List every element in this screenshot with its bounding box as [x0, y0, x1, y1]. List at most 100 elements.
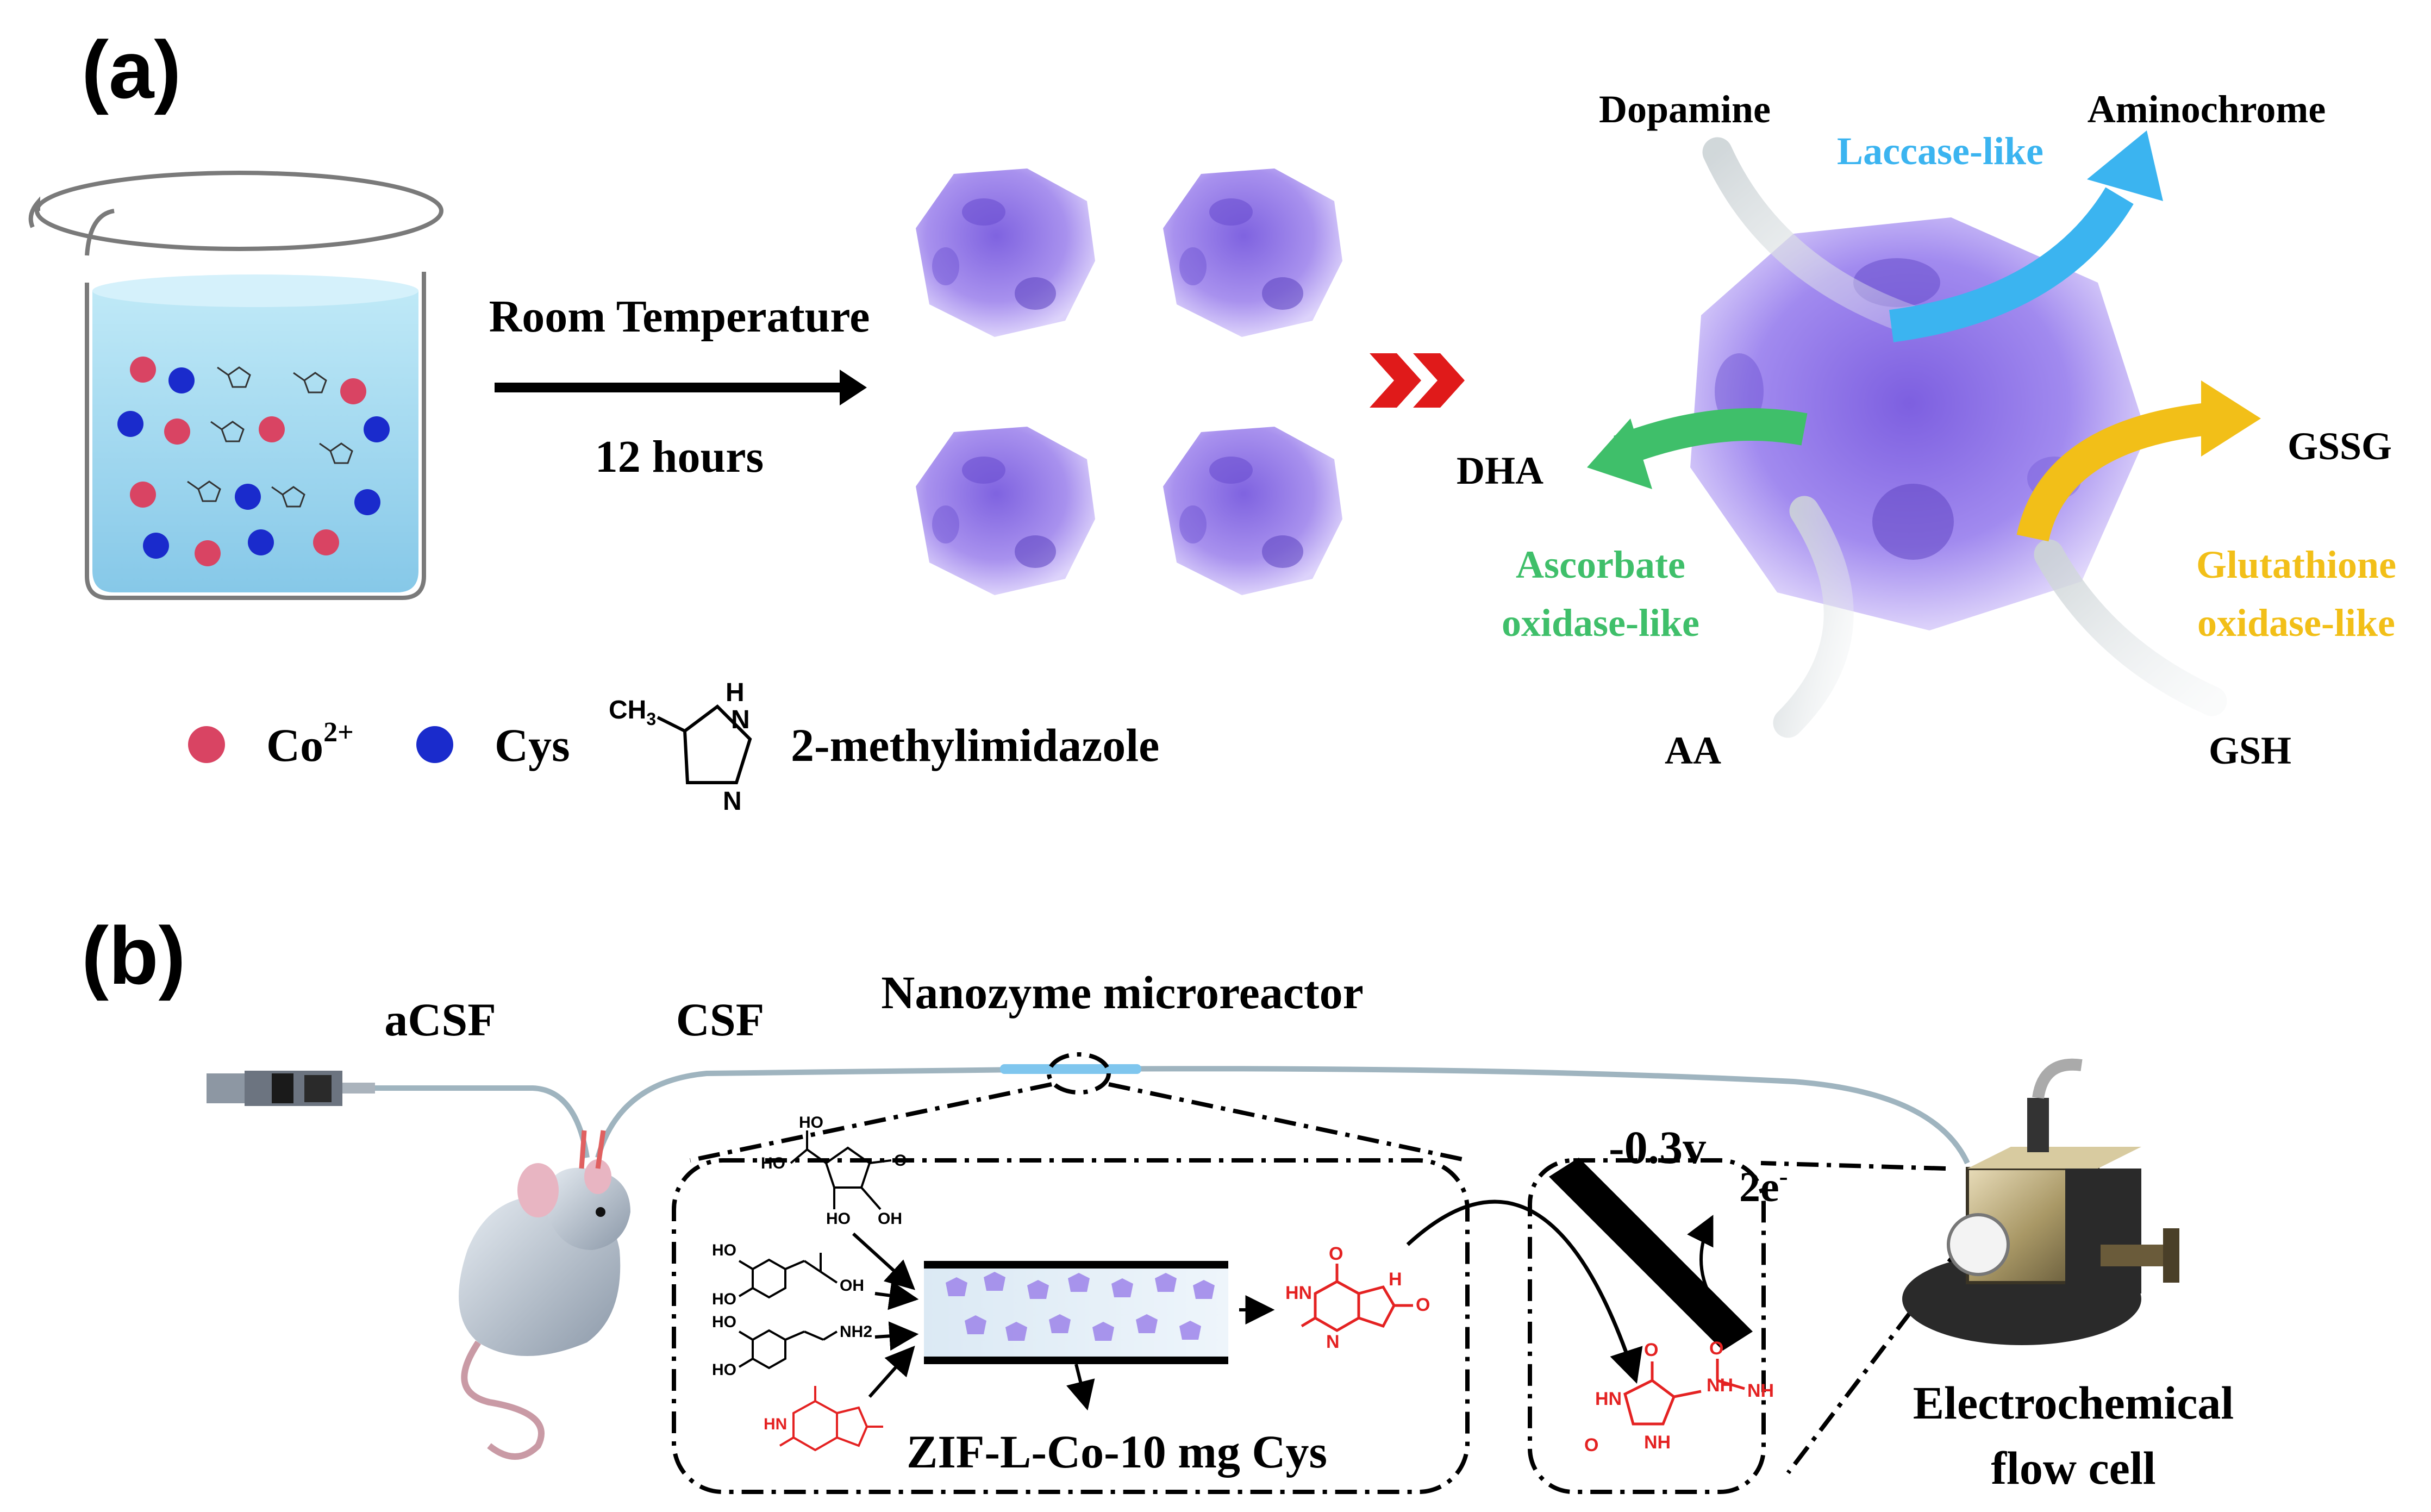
- electrode: [1549, 1158, 1753, 1351]
- glutathione-arrow: [2016, 380, 2261, 542]
- beaker-ions: [117, 357, 390, 566]
- allantoin-structure: [1623, 1359, 1745, 1426]
- mof-particle: [1163, 168, 1342, 337]
- co-ion: [195, 540, 221, 566]
- cys-molecule: [168, 367, 195, 393]
- microreactor-chip: [1000, 1064, 1141, 1074]
- atom-hn: HN: [1595, 1389, 1622, 1409]
- aminochrome-label: Aminochrome: [2088, 88, 2326, 131]
- arrow-label-bottom: 12 hours: [595, 432, 764, 482]
- nh-h-label: H: [726, 678, 745, 707]
- beaker: [28, 171, 443, 600]
- uric-acid-product: [1301, 1264, 1413, 1332]
- uric-acid-structure: [779, 1386, 883, 1452]
- co-ion: [340, 378, 366, 404]
- atom-o: O: [1584, 1435, 1598, 1455]
- atom-ho: HO: [712, 1361, 736, 1379]
- legend-cys-label: Cys: [495, 719, 570, 771]
- co-ion: [164, 418, 190, 445]
- gssg-label: GSSG: [2288, 424, 2392, 468]
- legend: Co2+ Cys CH3 H N N 2-methylimidazole: [188, 678, 1159, 816]
- electrons-label: 2e-: [1739, 1162, 1788, 1210]
- ch3-label: CH3: [609, 696, 656, 729]
- co-ion: [259, 416, 285, 442]
- voltage-label: -0.3v: [1609, 1121, 1706, 1173]
- atom-o: O: [1644, 1340, 1658, 1360]
- panel-a-label: (a): [82, 24, 181, 115]
- synthesis-arrowhead: [840, 370, 867, 405]
- co-ion: [130, 357, 156, 383]
- aa-label: AA: [1665, 729, 1721, 772]
- cys-molecule: [143, 533, 169, 559]
- mof-particle: [1163, 427, 1342, 595]
- laccase-label: Laccase-like: [1837, 129, 2043, 173]
- flow-cell-label-line2: flow cell: [1991, 1442, 2155, 1494]
- magnify-lines: [690, 1052, 1964, 1474]
- legend-mim-label: 2-methylimidazole: [791, 719, 1159, 771]
- atom-h: H: [1389, 1269, 1402, 1290]
- arrow-label-top: Room Temperature: [489, 291, 870, 342]
- syringe-pump: [207, 1071, 375, 1106]
- laccase-arrow: [1889, 130, 2163, 342]
- transfer-arrow: [1406, 1199, 1643, 1384]
- atom-ho: HO: [712, 1241, 736, 1259]
- atom-nh: NH: [1707, 1375, 1733, 1396]
- zif-label: ZIF-L-Co-10 mg Cys: [907, 1426, 1327, 1478]
- csf-tubing: [595, 1066, 1970, 1165]
- panel-b-label: (b): [82, 910, 186, 1001]
- dopamine-label: Dopamine: [1599, 88, 1771, 131]
- beaker-imidazoles: [187, 366, 353, 508]
- dha-label: DHA: [1457, 449, 1543, 492]
- ascorbate-label-line2: oxidase-like: [1502, 601, 1699, 645]
- inlet-arrows: [852, 1232, 1275, 1411]
- atom-ho: HO: [712, 1290, 736, 1308]
- atom-o: O: [894, 1152, 907, 1170]
- acsf-tubing: [375, 1085, 590, 1158]
- glutathione-label-line2: oxidase-like: [2197, 601, 2395, 645]
- ascorbic-acid-structure: [790, 1130, 892, 1210]
- atom-ho: HO: [826, 1210, 851, 1228]
- mof-particle: [916, 427, 1095, 595]
- mof-particles: [916, 168, 1342, 595]
- mof-particle: [916, 168, 1095, 337]
- atom-o: O: [1709, 1338, 1723, 1359]
- legend-co-label: Co2+: [266, 717, 354, 771]
- atom-ho: HO: [712, 1313, 736, 1331]
- n-label: N: [723, 787, 742, 816]
- electrode-box: [1528, 1158, 1766, 1494]
- nh-n-label: N: [731, 705, 750, 734]
- legend-cys-dot: [416, 726, 453, 763]
- reactor-channel: [924, 1261, 1228, 1364]
- flow-cell-label-line1: Electrochemical: [1913, 1377, 2234, 1429]
- csf-label: CSF: [676, 994, 764, 1046]
- glutathione-label-line1: Glutathione: [2196, 543, 2396, 586]
- reaction-swooshes: [1702, 137, 2227, 738]
- atom-o: O: [1329, 1244, 1343, 1264]
- atom-oh: OH: [840, 1277, 864, 1295]
- methylimidazole-structure: CH3 H N N: [609, 678, 752, 816]
- ascorbate-arrow: [1587, 408, 1808, 489]
- chevron-icon: [1370, 353, 1465, 408]
- atom-ho: HO: [761, 1154, 785, 1172]
- microreactor-box: [672, 1158, 1470, 1494]
- flow-cell: [1902, 1058, 2179, 1345]
- electron-arrow: [1687, 1215, 1714, 1300]
- atom-hn: HN: [1285, 1283, 1312, 1303]
- atom-nh: NH: [1644, 1432, 1671, 1453]
- co-ion: [313, 529, 339, 555]
- atom-nh2: NH2: [840, 1323, 872, 1341]
- atom-ho: HO: [799, 1114, 823, 1132]
- dopac-structure: [738, 1253, 838, 1299]
- microreactor-label: Nanozyme microreactor: [881, 966, 1364, 1019]
- dopamine-structure: [738, 1329, 838, 1370]
- acsf-label: aCSF: [384, 994, 496, 1046]
- atom-oh: OH: [878, 1210, 902, 1228]
- gsh-label: GSH: [2209, 729, 2291, 772]
- cys-molecule: [248, 529, 274, 555]
- ascorbate-label-line1: Ascorbate: [1516, 543, 1685, 586]
- cys-molecule: [364, 416, 390, 442]
- atom-o: O: [1416, 1295, 1430, 1315]
- atom-n: N: [1326, 1332, 1340, 1352]
